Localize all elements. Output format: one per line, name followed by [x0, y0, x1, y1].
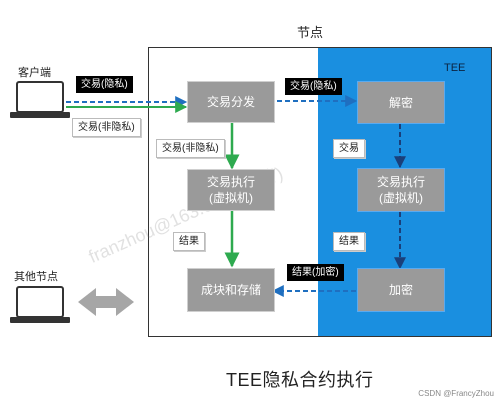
tee-label: TEE — [444, 62, 466, 74]
tx-dispatch-box: 交易分发 — [187, 81, 275, 123]
tee-exec-label: 交易执行 — [376, 175, 425, 189]
decrypt-box: 解密 — [357, 81, 445, 124]
encrypt-label: 加密 — [388, 283, 413, 297]
client-private-tx-tag: 交易(隐私) — [76, 76, 133, 93]
encrypted-result-tag: 结果(加密) — [287, 264, 344, 281]
tee-exec-box: 交易执行 (虚拟机) — [357, 168, 445, 212]
tx-dispatch-label: 交易分发 — [206, 95, 255, 109]
exec-result-tag: 结果 — [173, 232, 205, 251]
tx-exec-box: 交易执行 (虚拟机) — [187, 169, 275, 211]
diagram-caption: TEE隐私合约执行 — [226, 370, 374, 390]
tee-exec-vm-label: (虚拟机) — [379, 191, 423, 205]
tx-exec-vm-label: (虚拟机) — [209, 191, 253, 205]
tx-exec-label: 交易执行 — [206, 175, 255, 189]
dispatch-public-tx-tag: 交易(非隐私) — [156, 139, 225, 158]
laptop-icon — [10, 81, 70, 118]
encrypt-box: 加密 — [357, 268, 445, 312]
client-public-tx-tag: 交易(非隐私) — [72, 118, 141, 137]
tee-tx-tag: 交易 — [333, 139, 365, 158]
client-label: 客户端 — [18, 67, 51, 79]
decrypt-label: 解密 — [388, 95, 413, 110]
other-nodes-label: 其他节点 — [14, 271, 58, 283]
node-title: 节点 — [296, 25, 323, 40]
block-store-box: 成块和存储 — [187, 268, 275, 312]
footer-watermark: CSDN @FrancyZhou — [418, 389, 494, 398]
to-tee-private-tx-tag: 交易(隐私) — [285, 78, 342, 95]
tee-result-tag: 结果 — [333, 232, 365, 251]
bidirectional-arrow-icon — [78, 288, 134, 316]
laptop-icon — [10, 286, 70, 323]
block-store-label: 成块和存储 — [200, 283, 261, 297]
